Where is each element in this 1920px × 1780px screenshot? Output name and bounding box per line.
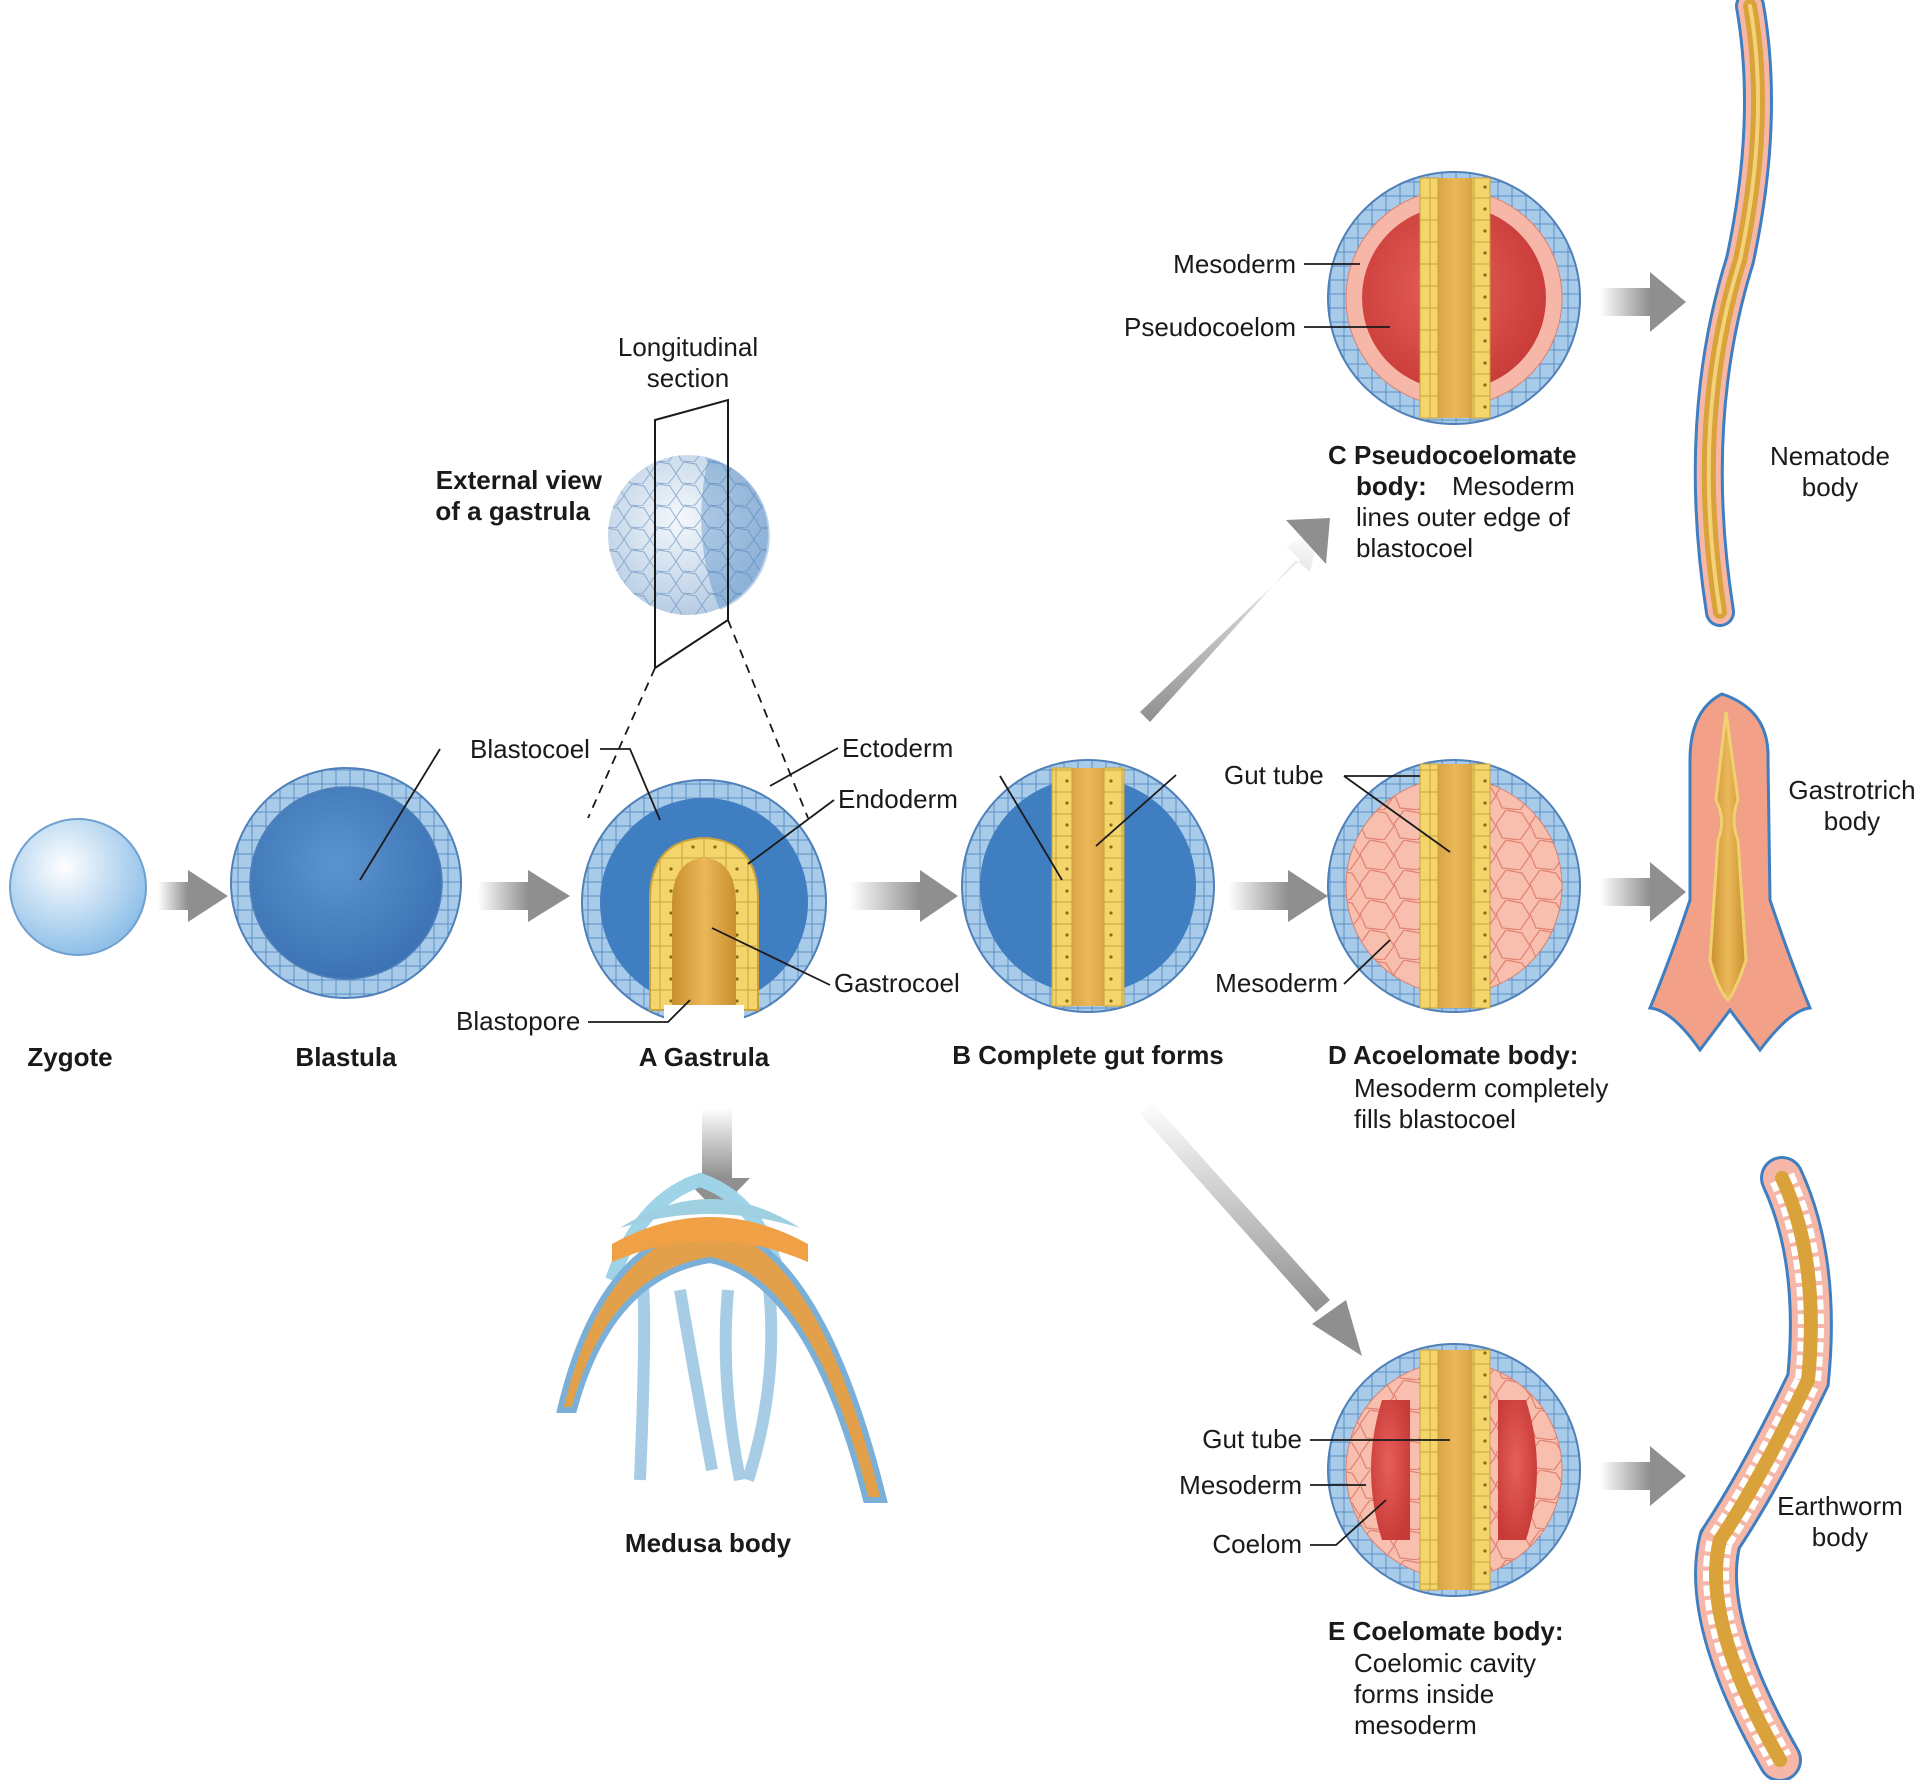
coelomate-section — [1327, 1343, 1581, 1597]
coel-title: E Coelomate body: — [1328, 1616, 1563, 1646]
coel-desc-2: forms inside — [1354, 1679, 1494, 1709]
acoel-title: D Acoelomate body: — [1328, 1040, 1578, 1070]
pseudo-desc-2: lines outer edge of — [1356, 502, 1571, 532]
arrow-zygote-blastula — [158, 870, 228, 922]
acoelomate-section — [1327, 759, 1581, 1013]
pseudocoelomate-section — [1327, 171, 1581, 425]
nematode-illustration — [1693, 0, 1773, 627]
gastrula-title: A Gastrula — [639, 1042, 770, 1072]
longitudinal-section-label-1: Longitudinal — [618, 332, 758, 362]
arrow-coel-earthworm — [1600, 1446, 1686, 1506]
endoderm-label: Endoderm — [838, 784, 958, 814]
coel-gut-tube-label: Gut tube — [1202, 1424, 1302, 1454]
earthworm-label-2: body — [1812, 1522, 1868, 1552]
pseudocoelom-label: Pseudocoelom — [1124, 312, 1296, 342]
arrow-gut-pseudocoelomate — [1140, 518, 1330, 722]
earthworm-label-1: Earthworm — [1777, 1491, 1903, 1521]
earthworm-illustration — [1694, 1156, 1833, 1780]
acoel-desc-1: Mesoderm completely — [1354, 1073, 1608, 1103]
gastrotrich-label-2: body — [1824, 806, 1880, 836]
medusa-label: Medusa body — [625, 1528, 792, 1558]
gastrocoel-label: Gastrocoel — [834, 968, 960, 998]
arrow-gut-coelomate — [1140, 1102, 1362, 1356]
longitudinal-section-label-2: section — [647, 363, 729, 393]
coel-desc-3: mesoderm — [1354, 1710, 1477, 1740]
medusa-illustration — [556, 1172, 888, 1503]
external-view-label-1: External view — [436, 465, 603, 495]
acoel-mesoderm-label: Mesoderm — [1215, 968, 1338, 998]
gut-tube-label: Gut tube — [1224, 760, 1324, 790]
pseudo-title-1: C Pseudocoelomate — [1328, 440, 1577, 470]
complete-gut-title: B Complete gut forms — [952, 1040, 1224, 1070]
coelom-label: Coelom — [1212, 1529, 1302, 1559]
arrow-gastrula-gut — [850, 870, 958, 922]
acoel-desc-2: fills blastocoel — [1354, 1104, 1516, 1134]
complete-gut-embryo — [961, 759, 1215, 1013]
external-view-label-2: of a gastrula — [435, 496, 590, 526]
zygote-label: Zygote — [27, 1042, 112, 1072]
ectoderm-label: Ectoderm — [842, 733, 953, 763]
blastula-label: Blastula — [295, 1042, 397, 1072]
pseudo-desc-1: Mesoderm — [1452, 471, 1575, 501]
blastula-embryo — [230, 767, 462, 999]
arrow-acoel-gastrotrich — [1600, 862, 1686, 922]
arrow-blastula-gastrula — [478, 870, 570, 922]
coel-desc-1: Coelomic cavity — [1354, 1648, 1536, 1678]
arrow-gut-acoelomate — [1228, 870, 1328, 922]
blastocoel-label: Blastocoel — [470, 734, 590, 764]
coel-mesoderm-label: Mesoderm — [1179, 1470, 1302, 1500]
external-gastrula — [608, 398, 770, 670]
zygote-cell — [9, 818, 147, 956]
gastrula-embryo — [581, 779, 827, 1029]
arrow-pseudo-nematode — [1600, 272, 1686, 332]
pseudo-title-2: body: — [1356, 471, 1427, 501]
nematode-label-2: body — [1802, 472, 1858, 502]
gastrotrich-label-1: Gastrotrich — [1788, 775, 1915, 805]
nematode-label-1: Nematode — [1770, 441, 1890, 471]
blastopore-label: Blastopore — [456, 1006, 580, 1036]
pseudo-mesoderm-label: Mesoderm — [1173, 249, 1296, 279]
pseudo-desc-3: blastocoel — [1356, 533, 1473, 563]
gastrotrich-illustration — [1647, 692, 1813, 1053]
